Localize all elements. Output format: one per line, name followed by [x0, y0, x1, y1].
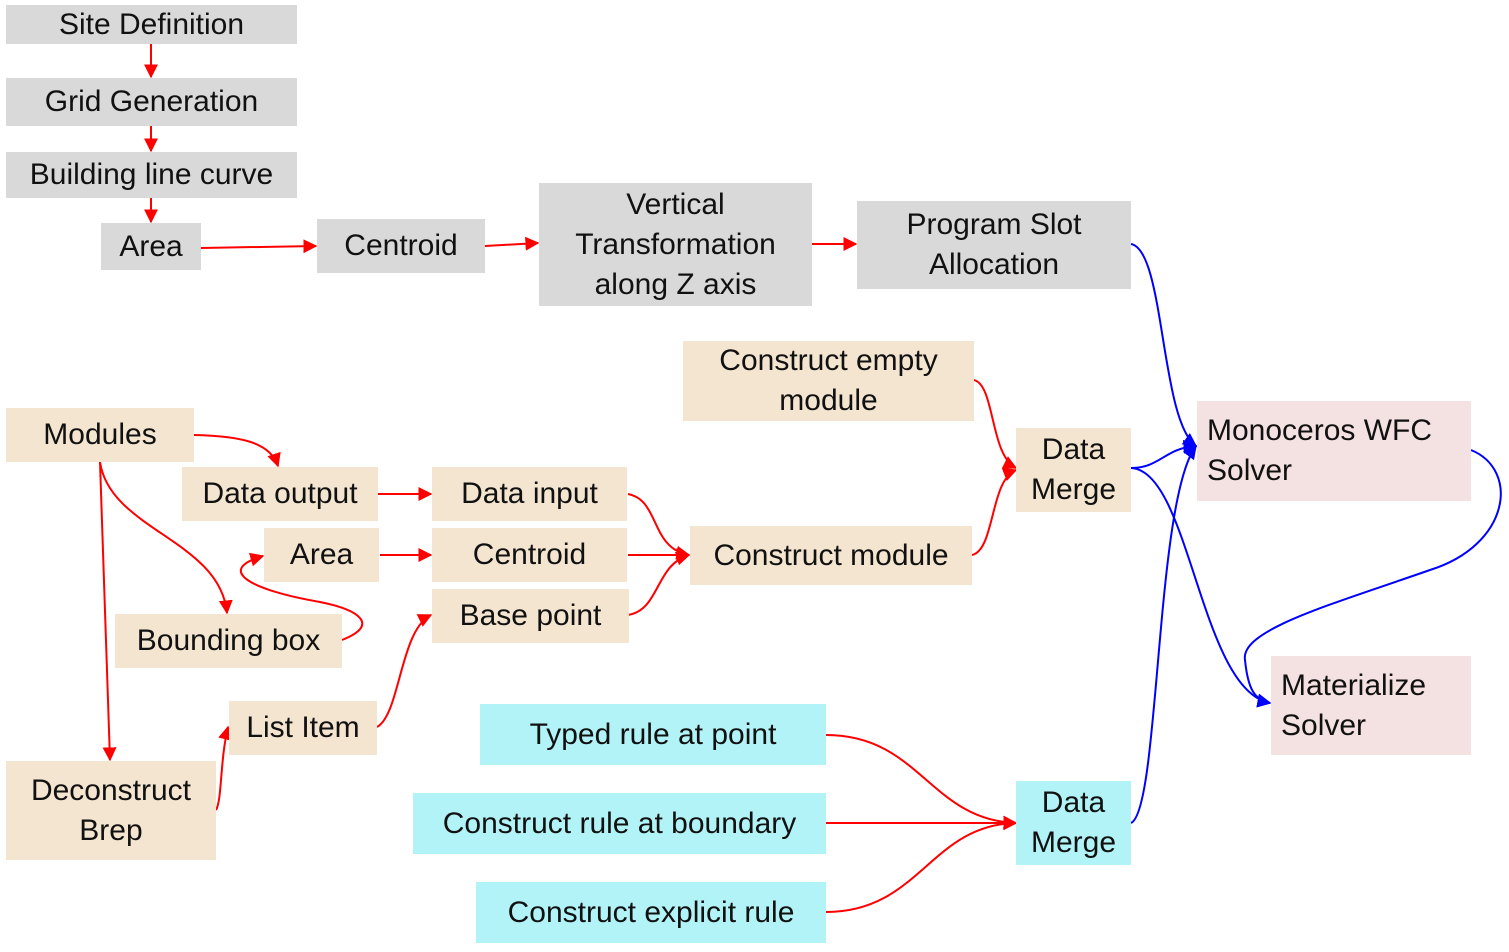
node-data-merge-top[interactable]: Data Merge [1016, 428, 1131, 512]
node-base-point[interactable]: Base point [432, 589, 629, 643]
node-deconstruct-brep[interactable]: Deconstruct Brep [6, 761, 216, 860]
node-construct-module[interactable]: Construct module [690, 526, 972, 585]
node-data-merge-bottom[interactable]: Data Merge [1016, 781, 1131, 865]
node-building-line-curve[interactable]: Building line curve [6, 152, 297, 198]
edge-deconstruct-brep-to-list-item [215, 725, 232, 811]
edge-area-to-centroid [200, 239, 318, 254]
node-construct-empty-module[interactable]: Construct empty module [683, 341, 974, 421]
node-list-item[interactable]: List Item [229, 701, 377, 755]
node-site-definition[interactable]: Site Definition [6, 5, 297, 44]
edge-modules-to-deconstruct-brep [99, 461, 117, 762]
node-typed-rule-at-point[interactable]: Typed rule at point [480, 704, 826, 765]
node-vertical-transformation[interactable]: Vertical Transformation along Z axis [539, 183, 812, 306]
node-data-output[interactable]: Data output [182, 467, 378, 521]
node-program-slot-allocation[interactable]: Program Slot Allocation [857, 201, 1131, 289]
edge-modules-to-data-output [193, 434, 281, 468]
node-area-top[interactable]: Area [101, 223, 201, 270]
node-centroid-mid[interactable]: Centroid [432, 528, 627, 582]
edge-base-point-to-construct-module [627, 551, 691, 616]
node-centroid-top[interactable]: Centroid [317, 219, 485, 273]
edge-data-merge-bottom-to-monoceros [1130, 444, 1197, 824]
edge-centroid-to-vertical-transformation [484, 236, 540, 251]
edge-list-item-to-base-point [376, 614, 433, 728]
node-materialize-solver[interactable]: Materialize Solver [1271, 656, 1471, 755]
edge-data-merge-to-monoceros [1130, 439, 1198, 469]
node-monoceros-wfc-solver[interactable]: Monoceros WFC Solver [1197, 401, 1471, 501]
edge-program-slot-to-monoceros [1130, 243, 1198, 447]
edge-data-input-to-construct-module [627, 493, 691, 560]
edge-explicit-rule-to-data-merge [825, 816, 1018, 913]
node-modules[interactable]: Modules [6, 408, 194, 462]
node-construct-explicit-rule[interactable]: Construct explicit rule [476, 882, 826, 943]
node-area-mid[interactable]: Area [264, 528, 379, 582]
edge-construct-module-to-data-merge [971, 468, 1018, 556]
edge-typed-rule-to-data-merge [825, 734, 1018, 830]
edge-construct-empty-to-data-merge [973, 379, 1018, 469]
node-bounding-box[interactable]: Bounding box [115, 614, 342, 668]
node-construct-rule-at-boundary[interactable]: Construct rule at boundary [413, 793, 826, 854]
node-data-input[interactable]: Data input [432, 467, 627, 521]
edge-data-merge-to-materialize [1130, 467, 1272, 708]
node-grid-generation[interactable]: Grid Generation [6, 78, 297, 126]
